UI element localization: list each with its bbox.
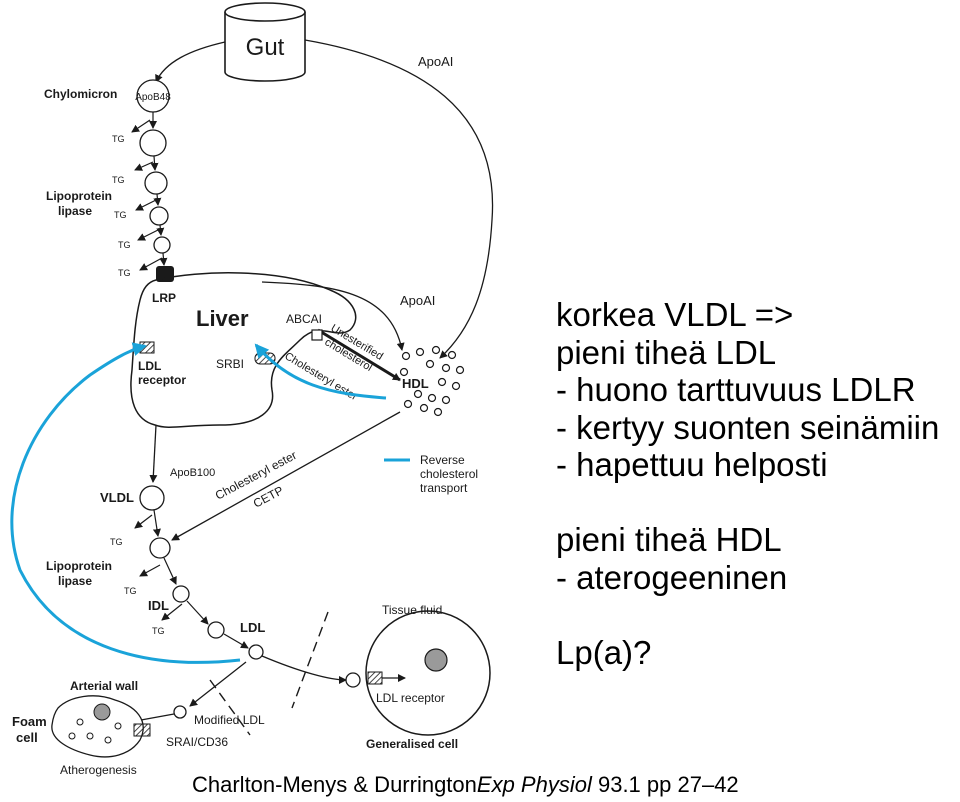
lipoprotein-lipase-label-1b: lipase [58,204,92,218]
lipoprotein-lipase-label-2a: Lipoprotein [46,559,112,573]
atherogenesis-label: Atherogenesis [60,763,137,777]
legend-reverse-label-1: Reverse [420,453,465,467]
gut-label: Gut [246,34,285,61]
cell-nucleus [424,648,448,672]
cetp-label: CETP [251,483,286,510]
unesterified-cholesterol-arrow [317,328,401,382]
ldl-receptor-label-2: receptor [138,373,186,387]
tg-label-3: TG [114,210,127,220]
foam-cell-nucleus [93,703,111,721]
ldl-particle-tissue [345,672,361,688]
cell-ldl-receptor-icon [367,671,383,685]
gut-cylinder: Gut [224,2,306,82]
hdl-label: HDL [402,376,429,391]
liver-to-vldl-arrow [149,424,158,483]
vldl-remnant-particle [149,537,171,559]
idl-particle [172,585,190,603]
generalised-cell [365,610,491,736]
foam-cell-lipid-droplets [68,718,122,744]
foam-label-1: Foam [12,714,47,729]
srai-cd36-receptor-icon [133,723,151,737]
legend-reverse-label-2: cholesterol [420,467,478,481]
srai-cd36-label: SRAI/CD36 [166,735,228,749]
note-line-3: - huono tarttuvuus LDLR [556,371,916,408]
note-line-1: korkea VLDL => [556,296,794,333]
ldl-to-tissue-arrow [261,655,347,684]
cetp-arrow [171,411,401,541]
ldl-receptor-cell-label: LDL receptor [376,691,445,705]
tg-label-4: TG [118,240,131,250]
gut-to-chylomicron-arrow [155,41,226,83]
vessel-tissue-boundary [291,611,329,709]
ldl-particle-2 [248,644,264,660]
reverse-transport-hdl-to-liver [254,343,387,400]
idl-label: IDL [148,598,169,613]
lrp-label: LRP [152,291,176,305]
vldl-particle [139,485,165,511]
liver-label: Liver [196,306,249,331]
ldl-label: LDL [240,620,265,635]
vessel-arterial-boundary [209,679,251,736]
foam-label-2: cell [16,730,38,745]
remnant-particle-3 [149,206,169,226]
remnant-particle-2 [144,171,168,195]
reverse-transport-ldl-to-liver [10,342,241,664]
modified-ldl-label: Modified LDL [194,713,265,727]
finnish-notes: korkea VLDL => pieni tiheä LDL - huono t… [556,296,960,671]
ldl-receptor-label-1: LDL [138,359,161,373]
note-line-5: - hapettuu helposti [556,446,828,483]
note-line-4: - kertyy suonten seinämiin [556,408,940,446]
lipoprotein-lipase-label-2b: lipase [58,574,92,588]
note-line-2: pieni tiheä LDL [556,333,777,371]
tg-label-2: TG [112,175,125,185]
vldl-label: VLDL [100,490,134,505]
remnant-particle-4 [153,236,171,254]
remnant-particle-1 [139,129,167,157]
srbi-label: SRBI [216,357,244,371]
apoai-mid-label: ApoAI [400,293,435,308]
apob100-label: ApoB100 [170,467,215,479]
legend-reverse-label-3: transport [420,481,468,495]
apoai-top-label: ApoAI [418,54,453,69]
tg-label-8: TG [152,626,165,636]
arterial-wall-label: Arterial wall [70,679,138,693]
abcai-label: ABCAI [286,312,322,326]
citation-authors: Charlton-Menys & Durrington [192,772,477,797]
ldl-particle-1 [207,621,225,639]
citation: Charlton-Menys & DurringtonExp Physiol 9… [192,772,739,798]
tg-label-7: TG [124,586,137,596]
ldl-to-modified-arrow [189,661,247,707]
hdl-particles [399,345,465,417]
lipoprotein-lipase-label-1a: Lipoprotein [46,189,112,203]
tg-label-5: TG [118,268,131,278]
generalised-cell-label: Generalised cell [366,737,458,751]
tissue-fluid-label: Tissue fluid [382,603,442,617]
tg-label-6: TG [110,537,123,547]
note-line-7: - aterogeeninen [556,558,788,596]
apob48-label: ApoB48 [135,92,171,103]
modified-ldl-particle [173,705,187,719]
tg-label-1: TG [112,134,125,144]
apoai-gut-to-hdl-arrow [304,39,494,359]
citation-ref: 93.1 pp 27–42 [591,772,739,797]
apoai-liver-to-hdl-arrow [261,281,405,351]
foam-cell [51,695,144,758]
note-line-6: pieni tiheä HDL [556,521,782,558]
abcai-transporter-icon [311,329,323,341]
note-line-8: Lp(a)? [556,633,652,671]
chylomicron-label: Chylomicron [44,87,117,101]
citation-journal: Exp Physiol [476,772,592,797]
